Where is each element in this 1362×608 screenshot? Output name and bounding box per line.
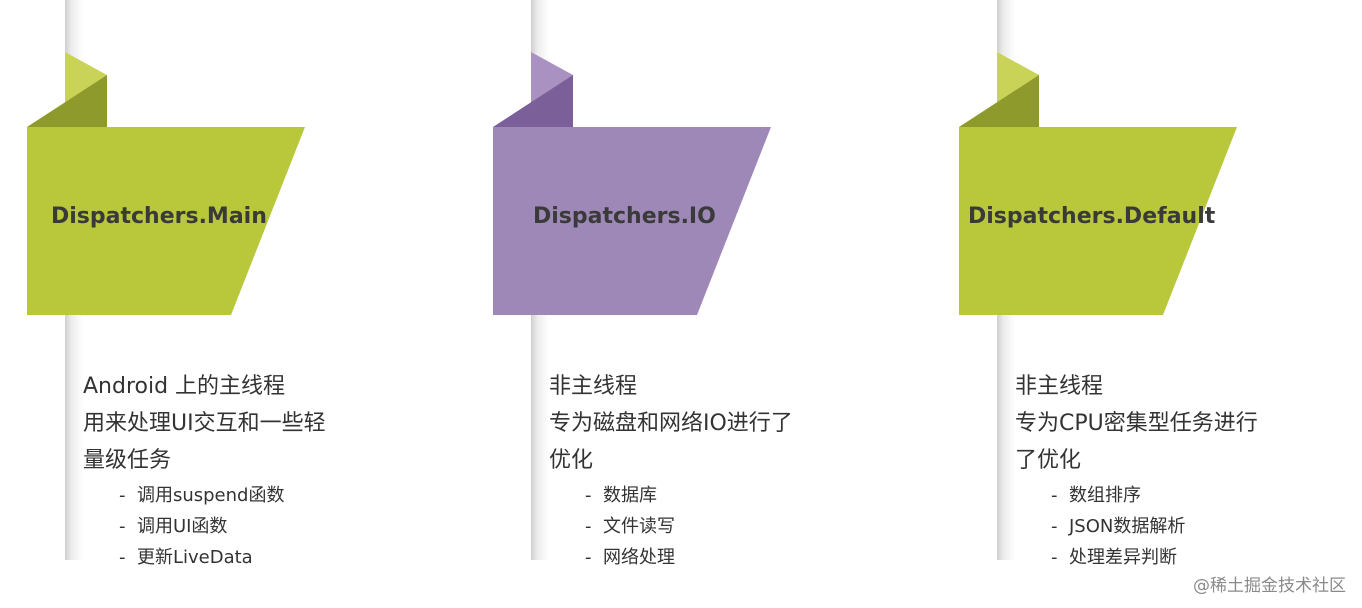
description-line: 量级任务 — [83, 448, 172, 473]
card-main: Dispatchers.Main Android 上的主线程 用来处理UI交互和… — [27, 0, 493, 608]
bullet-list-main: 调用suspend函数 调用UI函数 更新LiveData — [119, 480, 285, 573]
banner-fold-dark — [27, 75, 107, 127]
list-item: 数据库 — [585, 480, 675, 511]
card-default: Dispatchers.Default 非主线程 专为CPU密集型任务进行 了优… — [959, 0, 1362, 608]
description-line: 优化 — [549, 448, 594, 473]
description-line: 用来处理UI交互和一些轻 — [83, 411, 326, 436]
description-default: 非主线程 专为CPU密集型任务进行 了优化 — [1015, 368, 1305, 479]
list-item: 数组排序 — [1051, 480, 1185, 511]
list-item: 网络处理 — [585, 542, 675, 573]
list-item: 调用suspend函数 — [119, 480, 285, 511]
list-item: JSON数据解析 — [1051, 511, 1185, 542]
banner-main — [27, 52, 305, 315]
banner-title-main: Dispatchers.Main — [51, 204, 267, 229]
description-line: Android 上的主线程 — [83, 374, 286, 399]
description-io: 非主线程 专为磁盘和网络IO进行了 优化 — [549, 368, 839, 479]
bullet-list-default: 数组排序 JSON数据解析 处理差异判断 — [1051, 480, 1185, 573]
card-io: Dispatchers.IO 非主线程 专为磁盘和网络IO进行了 优化 数据库 … — [493, 0, 959, 608]
description-line: 专为CPU密集型任务进行 — [1015, 411, 1258, 436]
banner-fold-dark — [959, 75, 1039, 127]
banner-title-io: Dispatchers.IO — [533, 204, 716, 229]
banner-default — [959, 52, 1237, 315]
description-line: 非主线程 — [1015, 374, 1104, 399]
description-main: Android 上的主线程 用来处理UI交互和一些轻 量级任务 — [83, 368, 373, 479]
banner-fold-dark — [493, 75, 573, 127]
description-line: 专为磁盘和网络IO进行了 — [549, 411, 793, 436]
banner-body — [493, 127, 771, 315]
banner-title-default: Dispatchers.Default — [968, 204, 1216, 229]
list-item: 调用UI函数 — [119, 511, 284, 542]
banner-body — [959, 127, 1237, 315]
banner-io — [493, 52, 771, 315]
watermark: @稀土掘金技术社区 — [1193, 576, 1346, 596]
list-item: 更新LiveData — [119, 542, 284, 573]
description-line: 了优化 — [1015, 448, 1082, 473]
list-item: 处理差异判断 — [1051, 542, 1185, 573]
bullet-list-io: 数据库 文件读写 网络处理 — [585, 480, 675, 573]
banner-body — [27, 127, 305, 315]
description-line: 非主线程 — [549, 374, 638, 399]
list-item: 文件读写 — [585, 511, 675, 542]
